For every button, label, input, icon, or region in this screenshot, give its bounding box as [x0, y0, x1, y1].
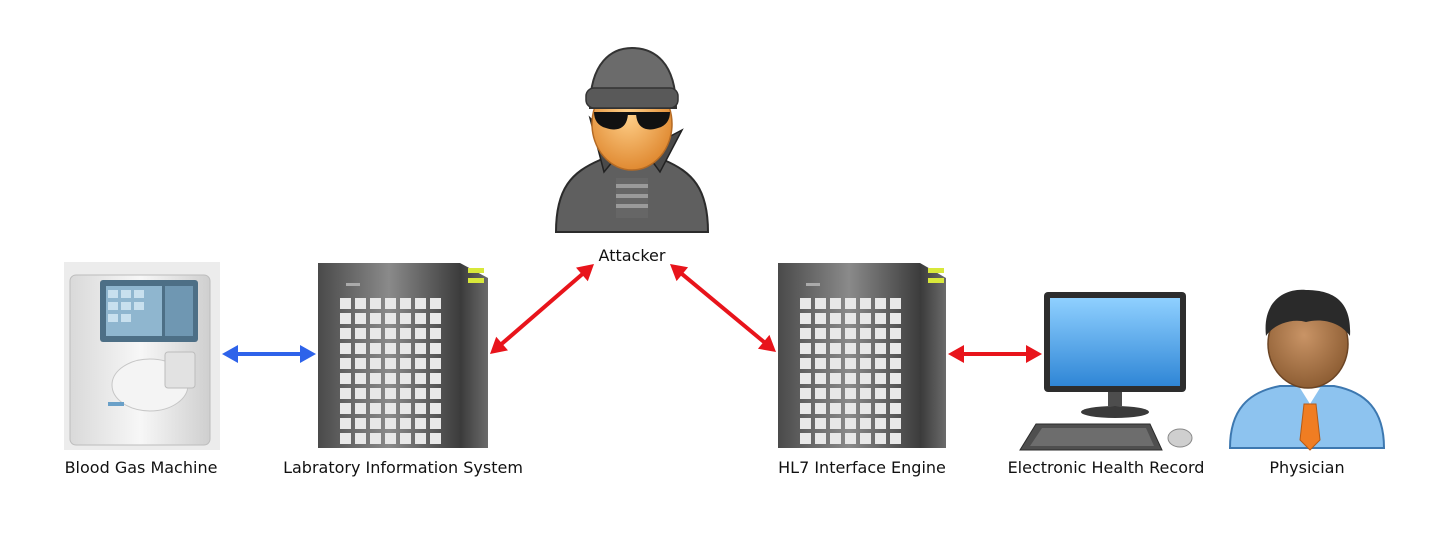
attacker-image — [554, 46, 710, 233]
label-blood-gas-machine: Blood Gas Machine — [64, 458, 218, 477]
attacked-link-arrow — [670, 264, 776, 352]
hl7-server-image — [778, 263, 946, 448]
physician-image — [1228, 289, 1386, 451]
label-attacker: Attacker — [598, 246, 666, 265]
ehr-computer-image — [1019, 292, 1193, 451]
connection-links — [222, 264, 1042, 363]
label-hl7: HL7 Interface Engine — [778, 458, 946, 477]
normal-link-arrow — [222, 345, 316, 363]
label-physician: Physician — [1269, 458, 1345, 477]
attacked-link-arrow — [948, 345, 1042, 363]
lis-server-image — [318, 263, 488, 448]
label-ehr: Electronic Health Record — [1007, 458, 1205, 477]
attacked-link-arrow — [490, 264, 594, 354]
blood-gas-machine-image — [64, 262, 220, 450]
label-lis: Labratory Information System — [283, 458, 523, 477]
